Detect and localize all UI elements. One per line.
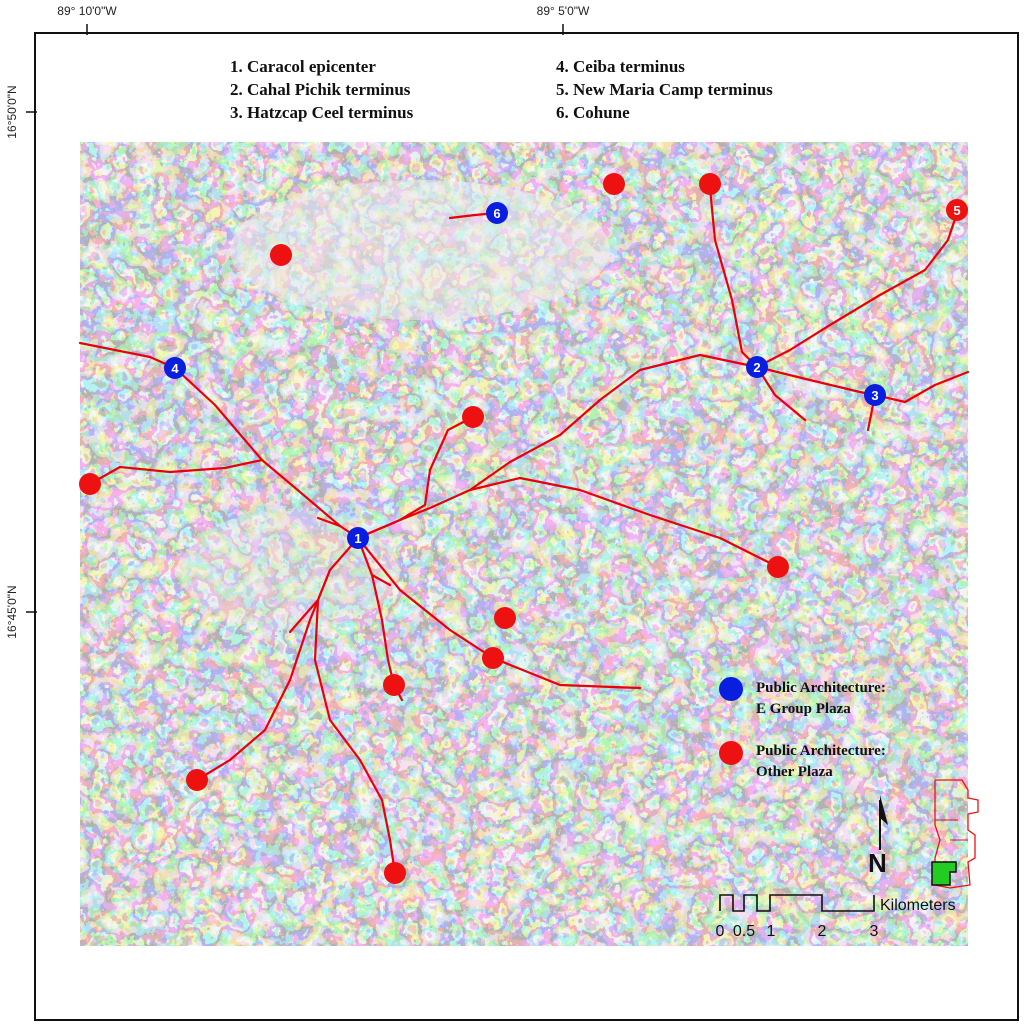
route-southwest (195, 568, 332, 782)
plaza-marker (79, 473, 101, 495)
north-arrow-head (880, 795, 888, 825)
plaza-marker (186, 769, 208, 791)
scale-tick-05: 0.5 (733, 923, 755, 940)
numbered-markers: 1 2 3 4 5 6 (164, 199, 968, 549)
marker-circle (864, 384, 886, 406)
marker-label: 2 (753, 360, 760, 375)
scale-tick-2: 2 (818, 923, 827, 940)
scale-tick-1: 1 (767, 923, 776, 940)
inset-boundary (934, 779, 979, 889)
coord-left-2: 16°45'0"N (5, 585, 19, 638)
terrain-layer (80, 142, 968, 946)
marker-circle (347, 527, 369, 549)
key-item-1: 1. Caracol epicenter (230, 57, 376, 76)
coord-left-1: 16°50'0"N (5, 85, 19, 138)
route-ceiba (78, 341, 360, 540)
light-plateau (230, 180, 610, 320)
route-cahal-pichik (356, 353, 759, 540)
route-new-maria-camp (755, 211, 959, 369)
route-east (873, 370, 970, 404)
key-item-6: 6. Cohune (556, 103, 630, 122)
marker-circle (164, 357, 186, 379)
route-spur-2 (755, 365, 807, 422)
scale-tick-0: 0 (716, 923, 725, 940)
plaza-marker (270, 244, 292, 266)
scale-unit: Kilometers (880, 897, 956, 914)
north-arrow: N (868, 795, 888, 878)
plaza-marker (383, 674, 405, 696)
key-item-5: 5. New Maria Camp terminus (556, 80, 773, 99)
route-south-long (313, 598, 397, 875)
inset-locator-map (931, 779, 979, 889)
plaza-marker (384, 862, 406, 884)
marker-6-cohune: 6 (486, 202, 508, 224)
marker-circle (746, 356, 768, 378)
scale-tick-3: 3 (870, 923, 879, 940)
plaza-marker (462, 406, 484, 428)
marker-label: 1 (354, 531, 361, 546)
scale-bar-graphic (719, 894, 875, 912)
marker-label: 5 (953, 203, 960, 218)
marker-5-new-maria-camp: 5 (946, 199, 968, 221)
legend-other-line2: Other Plaza (756, 764, 833, 780)
key-item-4: 4. Ceiba terminus (556, 57, 685, 76)
north-arrow-letter: N (868, 848, 887, 878)
light-valley (180, 510, 400, 630)
plaza-marker (603, 173, 625, 195)
route-south-1 (356, 536, 396, 687)
legend-other-line1: Public Architecture: (756, 743, 886, 759)
legend-swatch-e-group (719, 677, 743, 701)
inset-study-area (931, 861, 957, 886)
route-center-spur-2 (316, 516, 342, 528)
key-item-2: 2. Cahal Pichik terminus (230, 80, 411, 99)
route-north-plaza (356, 415, 475, 540)
legend-swatch-other-plaza (719, 741, 743, 765)
legend: Public Architecture: E Group Plaza Publi… (719, 677, 886, 780)
route-center-spur (370, 573, 392, 587)
legend-e-group-line2: E Group Plaza (756, 701, 851, 717)
scale-bar: 0 0.5 1 2 3 Kilometers (716, 894, 956, 940)
hillshade-terrain (80, 142, 968, 946)
route-west (88, 458, 264, 486)
legend-e-group-line1: Public Architecture: (756, 680, 886, 696)
site-key-list: 1. Caracol epicenter 2. Cahal Pichik ter… (230, 57, 773, 122)
marker-4-ceiba: 4 (164, 357, 186, 379)
marker-circle (946, 199, 968, 221)
plaza-marker (699, 173, 721, 195)
route-southeast (468, 476, 780, 569)
route-north-2 (708, 186, 759, 369)
marker-circle (486, 202, 508, 224)
coord-top-2: 89° 5'0"W (537, 4, 590, 18)
marker-label: 6 (493, 206, 500, 221)
other-plaza-markers (79, 173, 789, 884)
marker-label: 3 (871, 388, 878, 403)
marker-label: 4 (171, 361, 179, 376)
plaza-marker (767, 556, 789, 578)
marker-3-hatzcap-ceel: 3 (864, 384, 886, 406)
plaza-marker (494, 607, 516, 629)
marker-2-cahal-pichik: 2 (746, 356, 768, 378)
key-item-3: 3. Hatzcap Ceel terminus (230, 103, 414, 122)
plaza-marker (482, 647, 504, 669)
route-south-east (356, 536, 642, 690)
marker-1-caracol-epicenter: 1 (347, 527, 369, 549)
coord-top-1: 89° 10'0"W (57, 4, 117, 18)
